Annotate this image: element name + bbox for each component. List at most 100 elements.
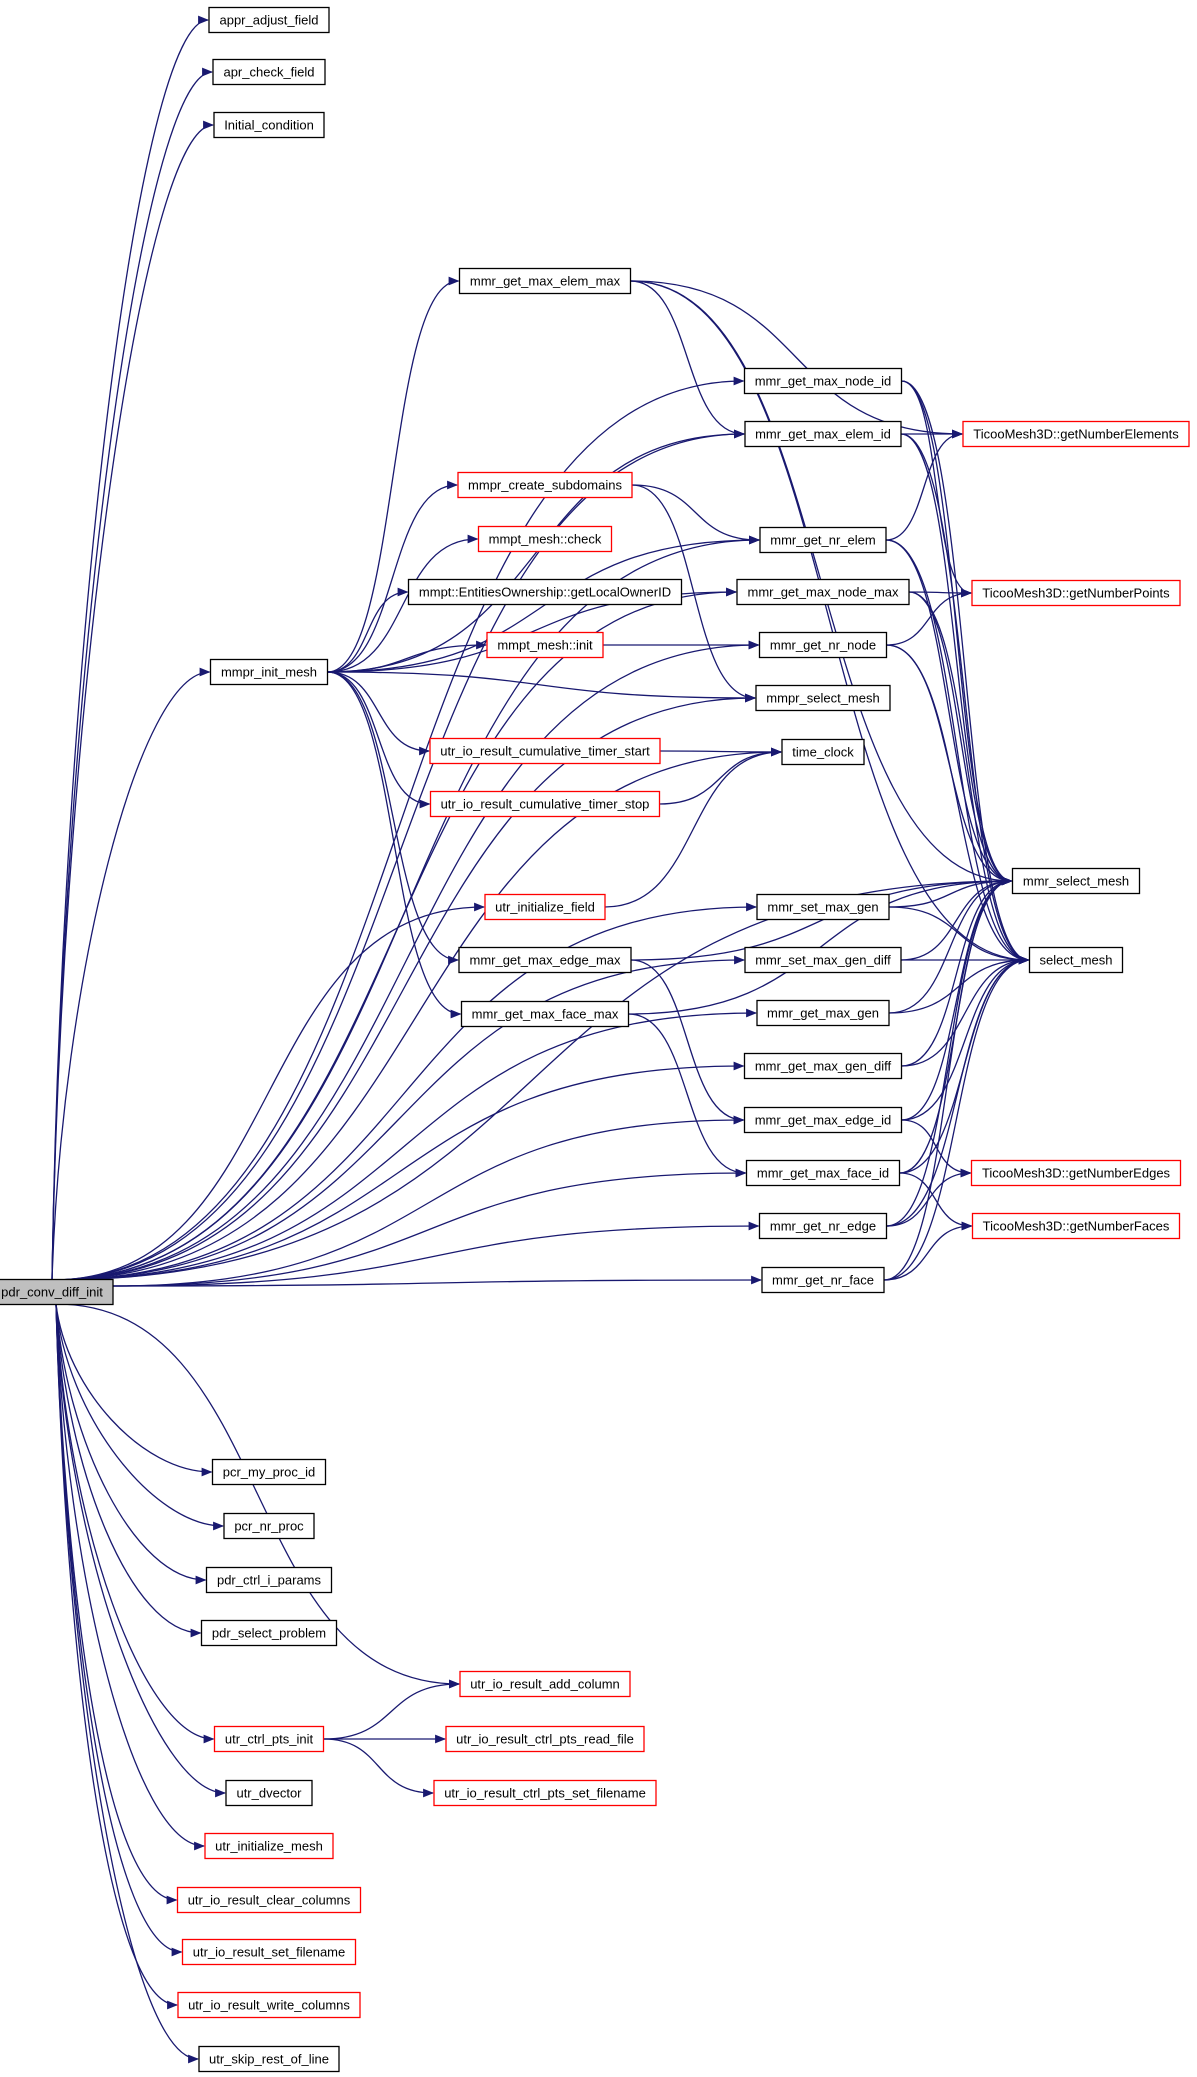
- node-label: mmpt_mesh::check: [489, 532, 602, 547]
- call-edge: [51, 15, 210, 1281]
- node-utr-initialize-mesh[interactable]: utr_initialize_mesh: [204, 1832, 334, 1860]
- call-edge: [327, 429, 746, 673]
- node-label: mmpt_mesh::init: [497, 638, 593, 653]
- node-utr-ctrl-pts-set-filename[interactable]: utr_io_result_ctrl_pts_set_filename: [433, 1779, 657, 1807]
- node-utr-ctrl-pts-read-file[interactable]: utr_io_result_ctrl_pts_read_file: [445, 1725, 645, 1753]
- node-initial-condition[interactable]: Initial_condition: [213, 111, 325, 139]
- node-mmr-get-max-elem-max[interactable]: mmr_get_max_elem_max: [458, 267, 632, 295]
- node-apr-check-field[interactable]: apr_check_field: [212, 58, 326, 86]
- node-mmr-get-max-node-max[interactable]: mmr_get_max_node_max: [736, 578, 910, 606]
- call-edge: [630, 876, 1013, 961]
- node-mmr-set-max-gen[interactable]: mmr_set_max_gen: [756, 893, 890, 921]
- node-pdr-select-problem[interactable]: pdr_select_problem: [200, 1619, 338, 1647]
- call-edge: [886, 955, 1030, 1227]
- node-box: [759, 526, 887, 554]
- call-edge: [51, 667, 211, 1281]
- node-mmr-get-nr-node[interactable]: mmr_get_nr_node: [758, 631, 888, 659]
- node-mmr-get-max-face-id[interactable]: mmr_get_max_face_id: [745, 1159, 901, 1187]
- node-box: [460, 1000, 630, 1028]
- node-label: mmr_get_max_face_id: [757, 1166, 889, 1181]
- node-box: [970, 1159, 1182, 1187]
- call-edge: [55, 1303, 213, 1477]
- node-time-clock[interactable]: time_clock: [781, 738, 865, 766]
- node-utr-io-result-add-column[interactable]: utr_io_result_add_column: [459, 1670, 631, 1698]
- node-utr-set-filename[interactable]: utr_io_result_set_filename: [181, 1938, 357, 1966]
- node-mmpr-init-mesh[interactable]: mmpr_init_mesh: [209, 658, 329, 686]
- node-root[interactable]: pdr_conv_diff_init: [0, 1278, 114, 1306]
- node-mmr-get-nr-elem[interactable]: mmr_get_nr_elem: [759, 526, 887, 554]
- node-label: TicooMesh3D::getNumberPoints: [982, 586, 1170, 601]
- call-edge: [901, 876, 1013, 1067]
- node-label: mmr_set_max_gen_diff: [755, 953, 891, 968]
- node-utr-timer-start[interactable]: utr_io_result_cumulative_timer_start: [429, 737, 661, 765]
- node-utr-timer-stop[interactable]: utr_io_result_cumulative_timer_stop: [429, 790, 661, 818]
- call-edge: [900, 433, 1030, 965]
- node-pcr-nr-proc[interactable]: pcr_nr_proc: [223, 1512, 315, 1540]
- call-edge: [886, 588, 973, 646]
- node-mmr-get-max-elem-id[interactable]: mmr_get_max_elem_id: [744, 420, 902, 448]
- node-utr-skip-rest-of-line[interactable]: utr_skip_rest_of_line: [198, 2045, 340, 2073]
- node-ticoo-getnumberedges[interactable]: TicooMesh3D::getNumberEdges: [970, 1159, 1182, 1187]
- node-mmr-select-mesh[interactable]: mmr_select_mesh: [1011, 867, 1141, 895]
- node-box: [0, 1278, 114, 1306]
- node-utr-initialize-field[interactable]: utr_initialize_field: [484, 893, 606, 921]
- call-edge: [327, 671, 462, 1019]
- node-mmr-get-max-edge-id[interactable]: mmr_get_max_edge_id: [743, 1106, 903, 1134]
- node-box: [445, 1725, 645, 1753]
- node-box: [209, 658, 329, 686]
- node-appr-adjust-field[interactable]: appr_adjust_field: [208, 6, 330, 34]
- node-label: mmpt::EntitiesOwnership::getLocalOwnerID: [419, 585, 671, 600]
- node-mmpr-select-mesh[interactable]: mmpr_select_mesh: [755, 684, 891, 712]
- node-label: utr_io_result_cumulative_timer_start: [440, 744, 650, 759]
- node-label: mmr_select_mesh: [1023, 874, 1129, 889]
- node-mmpt-mesh-init[interactable]: mmpt_mesh::init: [486, 631, 604, 659]
- node-label: mmr_get_max_node_id: [755, 374, 892, 389]
- node-ticoo-getnumberpoints[interactable]: TicooMesh3D::getNumberPoints: [971, 579, 1181, 607]
- call-edge: [112, 1275, 763, 1287]
- node-label: mmr_get_nr_elem: [770, 533, 876, 548]
- node-mmr-get-max-gen[interactable]: mmr_get_max_gen: [756, 999, 890, 1027]
- call-edge: [899, 1172, 973, 1231]
- call-edge: [631, 484, 757, 703]
- node-utr-write-columns[interactable]: utr_io_result_write_columns: [177, 1991, 361, 2019]
- node-mmpt-mesh-check[interactable]: mmpt_mesh::check: [477, 525, 613, 553]
- node-pdr-ctrl-i-params[interactable]: pdr_ctrl_i_params: [205, 1566, 333, 1594]
- node-label: utr_io_result_ctrl_pts_set_filename: [444, 1786, 646, 1801]
- call-edge: [55, 1303, 200, 2064]
- node-box: [756, 893, 890, 921]
- node-box: [407, 578, 683, 606]
- node-box: [458, 267, 632, 295]
- node-box: [458, 946, 632, 974]
- node-box: [225, 1779, 313, 1807]
- node-mmr-get-max-node-id[interactable]: mmr_get_max_node_id: [743, 367, 903, 395]
- node-label: appr_adjust_field: [219, 13, 318, 28]
- call-edge: [888, 876, 1013, 1014]
- node-box: [176, 1886, 362, 1914]
- node-box: [204, 1832, 334, 1860]
- call-edge: [630, 959, 745, 1125]
- node-ticoo-getnumberfaces[interactable]: TicooMesh3D::getNumberFaces: [971, 1212, 1181, 1240]
- call-edge: [908, 588, 973, 598]
- node-utr-ctrl-pts-init[interactable]: utr_ctrl_pts_init: [213, 1725, 325, 1753]
- node-label: mmr_get_max_elem_max: [470, 274, 621, 289]
- node-mmr-get-max-face-max[interactable]: mmr_get_max_face_max: [460, 1000, 630, 1028]
- node-mmr-get-max-edge-max[interactable]: mmr_get_max_edge_max: [458, 946, 632, 974]
- node-label: utr_io_result_add_column: [470, 1677, 620, 1692]
- node-mmr-get-max-gen-diff[interactable]: mmr_get_max_gen_diff: [743, 1052, 903, 1080]
- node-pcr-my-proc-id[interactable]: pcr_my_proc_id: [211, 1458, 327, 1486]
- node-box: [477, 525, 613, 553]
- node-ticoo-getnumberelements[interactable]: TicooMesh3D::getNumberElements: [962, 420, 1190, 448]
- node-mmr-get-nr-face[interactable]: mmr_get_nr_face: [761, 1266, 885, 1294]
- node-select-mesh[interactable]: select_mesh: [1028, 946, 1124, 974]
- node-mmr-get-nr-edge[interactable]: mmr_get_nr_edge: [758, 1212, 888, 1240]
- node-box: [181, 1938, 357, 1966]
- node-utr-dvector[interactable]: utr_dvector: [225, 1779, 313, 1807]
- call-edge: [327, 587, 409, 673]
- node-mmpr-create-subdomains[interactable]: mmpr_create_subdomains: [457, 471, 633, 499]
- node-mmpt-getlocalownerid[interactable]: mmpt::EntitiesOwnership::getLocalOwnerID: [407, 578, 683, 606]
- node-utr-clear-columns[interactable]: utr_io_result_clear_columns: [176, 1886, 362, 1914]
- call-edge: [327, 671, 431, 809]
- node-mmr-set-max-gen-diff[interactable]: mmr_set_max_gen_diff: [744, 946, 902, 974]
- node-box: [781, 738, 865, 766]
- call-edge: [55, 1303, 206, 1851]
